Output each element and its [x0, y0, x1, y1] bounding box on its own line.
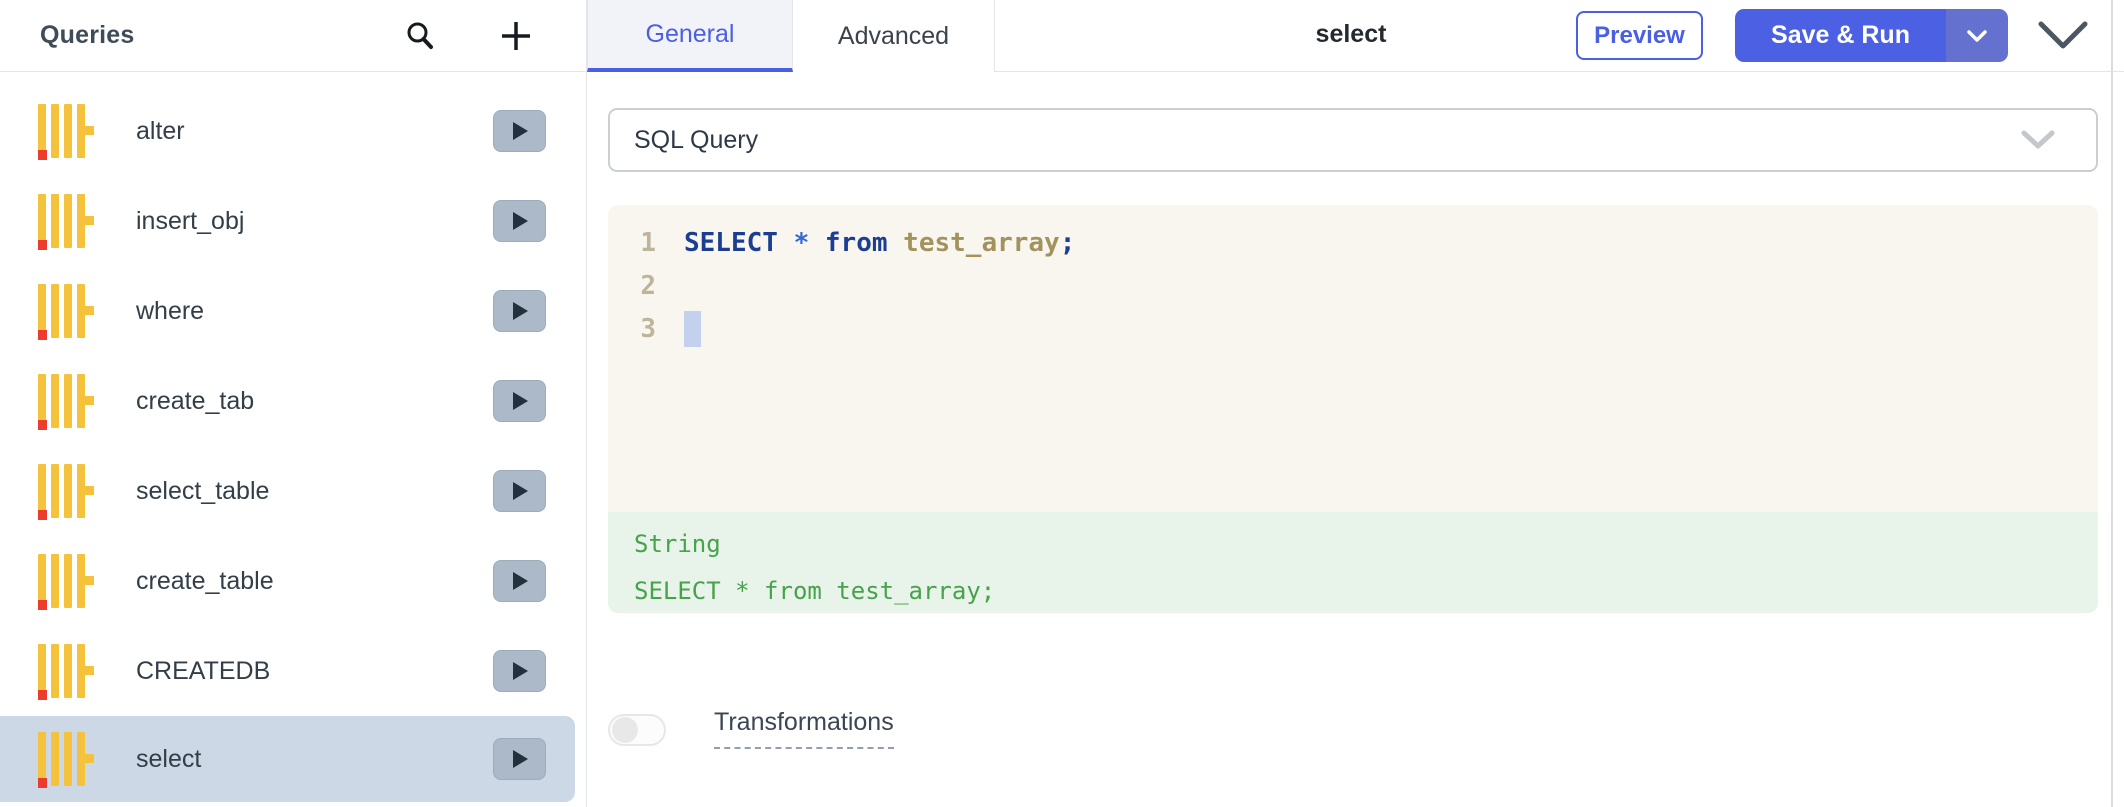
run-query-button[interactable] [493, 380, 546, 422]
run-query-button[interactable] [493, 560, 546, 602]
output-value: SELECT * from test_array; [634, 577, 996, 605]
query-name: select [136, 744, 202, 773]
query-icon [38, 553, 94, 610]
query-list-item[interactable]: select_table [0, 446, 587, 536]
collapse-panel-icon[interactable] [2036, 17, 2090, 53]
page-title: select [1315, 19, 1387, 48]
query-preview-output: String SELECT * from test_array; [608, 512, 2098, 613]
sidebar-header: Queries [0, 0, 586, 72]
code-content: SELECT * from test_array; [684, 228, 1075, 258]
query-list-item[interactable]: create_table [0, 536, 587, 626]
tab-general[interactable]: General [587, 0, 793, 72]
preview-button-label: Preview [1594, 21, 1685, 49]
sql-keyword: from [824, 227, 904, 258]
transformations-toggle[interactable] [608, 714, 666, 746]
run-query-button[interactable] [493, 110, 546, 152]
output-type-label: String [634, 530, 721, 558]
code-line: 1 SELECT * from test_array; [608, 221, 2098, 264]
save-options-caret[interactable] [1946, 9, 2008, 62]
line-number: 2 [640, 270, 656, 301]
query-name: alter [136, 116, 185, 145]
code-content [684, 310, 701, 347]
tab-advanced[interactable]: Advanced [793, 0, 995, 72]
query-list-item[interactable]: alter [0, 86, 587, 176]
sidebar-title: Queries [40, 21, 135, 49]
query-name: create_table [136, 566, 274, 595]
query-list-item[interactable]: insert_obj [0, 176, 587, 266]
query-type-value: SQL Query [634, 125, 759, 154]
query-icon [38, 283, 94, 340]
query-type-select[interactable]: SQL Query [608, 108, 2098, 172]
transformations-section: Transformations [608, 708, 894, 749]
sql-punctuation: ; [1059, 227, 1076, 258]
query-list-item-selected[interactable]: select [0, 716, 575, 802]
query-name: create_tab [136, 386, 255, 415]
header-divider [0, 71, 2124, 72]
text-cursor [684, 310, 701, 347]
run-query-button[interactable] [493, 290, 546, 332]
query-list-item[interactable]: create_tab [0, 356, 587, 446]
transformations-label: Transformations [714, 708, 894, 749]
caret-down-icon [1966, 29, 1988, 43]
line-number: 1 [640, 227, 656, 258]
query-icon [38, 731, 94, 788]
query-icon [38, 103, 94, 160]
query-icon [38, 373, 94, 430]
panel-right-border [2111, 0, 2113, 807]
tab-advanced-label: Advanced [837, 21, 950, 50]
tab-general-label: General [645, 19, 735, 48]
query-list-item[interactable]: CREATEDB [0, 626, 587, 716]
line-number: 3 [640, 313, 656, 344]
sql-operator: * [793, 227, 825, 258]
chevron-down-icon [2020, 129, 2056, 151]
query-list: alter insert_obj where create_tab select [0, 86, 587, 802]
code-line: 2 [608, 264, 2098, 307]
sql-code-editor[interactable]: 1 SELECT * from test_array; 2 3 [608, 205, 2098, 512]
save-and-run-split-button[interactable]: Save & Run [1735, 9, 2008, 62]
run-query-button[interactable] [493, 650, 546, 692]
query-icon [38, 463, 94, 520]
search-icon[interactable] [398, 14, 442, 58]
queries-sidebar: Queries alter insert_obj [0, 0, 587, 807]
run-query-button[interactable] [493, 200, 546, 242]
sql-identifier: test_array [903, 227, 1060, 258]
query-list-item[interactable]: where [0, 266, 587, 356]
toggle-knob [612, 717, 638, 743]
query-name: where [136, 296, 205, 325]
run-query-button[interactable] [493, 470, 546, 512]
save-and-run-button[interactable]: Save & Run [1735, 9, 1946, 62]
query-name: select_table [136, 476, 270, 505]
code-line: 3 [608, 307, 2098, 350]
query-name: insert_obj [136, 206, 245, 235]
run-query-button[interactable] [493, 738, 546, 780]
query-name: CREATEDB [136, 656, 271, 685]
add-query-icon[interactable] [494, 14, 538, 58]
save-and-run-label: Save & Run [1771, 21, 1910, 49]
query-icon [38, 643, 94, 700]
query-icon [38, 193, 94, 250]
sql-keyword: SELECT [684, 227, 794, 258]
preview-button[interactable]: Preview [1576, 11, 1703, 60]
